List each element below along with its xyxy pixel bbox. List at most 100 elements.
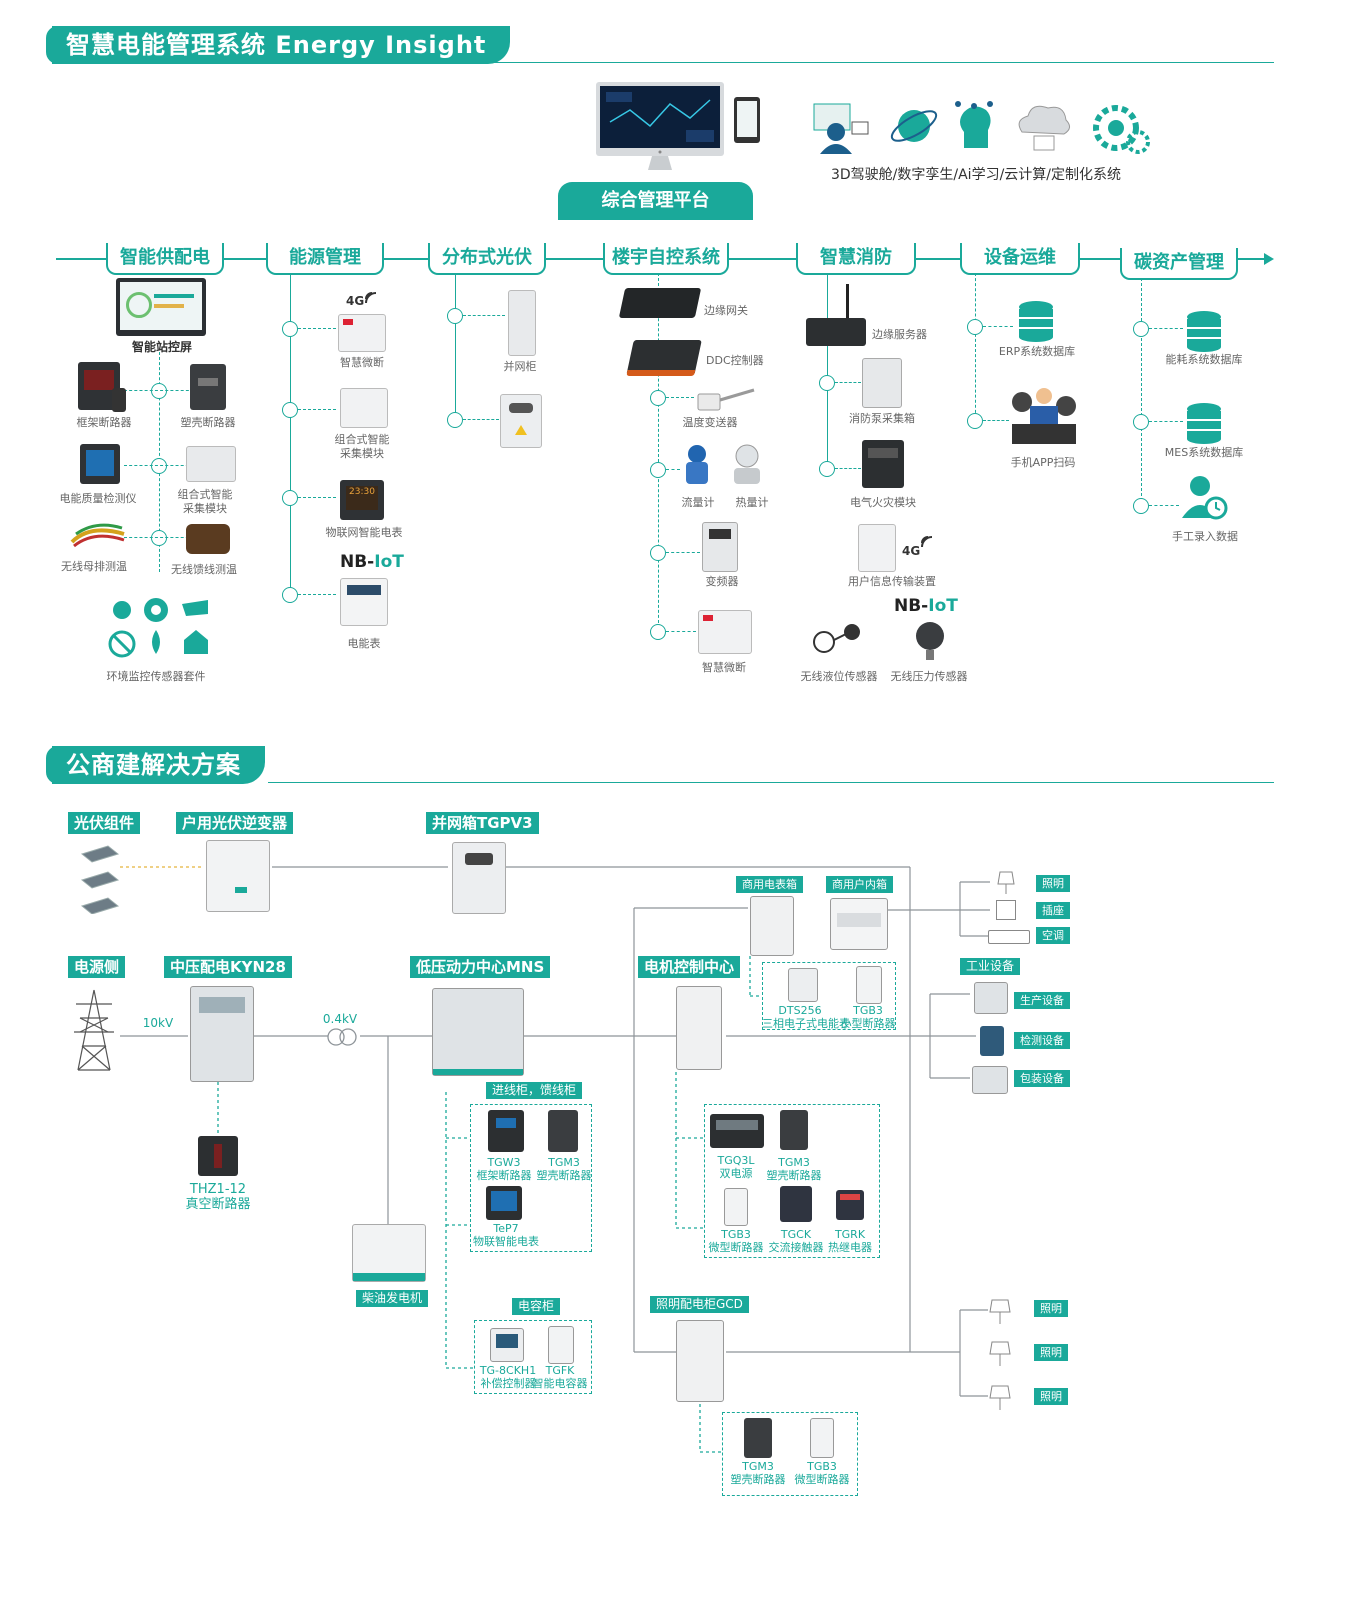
- section2-title: 公商建解决方案: [46, 746, 265, 784]
- vcb-name: 真空断路器: [185, 1197, 251, 1212]
- energy-branch-1: [298, 328, 336, 329]
- supply-node-3: [151, 530, 167, 546]
- lighting-cabinet-image: [676, 1320, 724, 1402]
- fire-branch-1: [835, 382, 861, 383]
- inverter-image: [702, 522, 738, 572]
- house-box-image: [830, 898, 888, 950]
- tgm3b-name: 塑壳断路器: [766, 1169, 822, 1182]
- building-node-2: [650, 462, 666, 478]
- ops-branch-1: [983, 326, 1013, 327]
- building-micro-image: [698, 610, 752, 654]
- socket-tag: 插座: [1036, 902, 1070, 919]
- category-equipment-ops: 设备运维: [960, 243, 1080, 275]
- fire-module-label: 电气火灾模块: [850, 496, 916, 509]
- energy-branch-3: [298, 497, 336, 498]
- mold-breaker-image: [190, 364, 226, 410]
- fire-nbiot-badge: NB-IoT: [894, 596, 958, 616]
- feeder-group-box: [470, 1104, 592, 1252]
- fire-node-2: [819, 461, 835, 477]
- tgrk-model: TGRK: [834, 1228, 866, 1241]
- busbar-temp-image: [70, 520, 126, 548]
- tep7-name: 物联智能电表: [473, 1235, 539, 1248]
- flow-meter-image: [682, 444, 712, 488]
- monitor-image: [596, 82, 724, 170]
- nbiot-prefix: NB-: [340, 552, 375, 572]
- lamp-icon-1: [996, 870, 1016, 900]
- building-micro-label: 智慧微断: [702, 661, 746, 674]
- tgm3c-name: 塑壳断路器: [730, 1473, 786, 1486]
- supply-branch-3: [124, 537, 194, 538]
- fire-branch-2: [835, 468, 861, 469]
- tgfk-image: [548, 1326, 574, 1364]
- fire-4g-badge: 4G: [902, 544, 921, 558]
- tgm3b-model: TGM3: [778, 1156, 810, 1169]
- diesel-tag: 柴油发电机: [356, 1290, 429, 1307]
- dts256-name: 三相电子式电能表: [762, 1017, 850, 1030]
- lamp-icon-3: [988, 1340, 1012, 1372]
- motor-center-image: [676, 986, 722, 1070]
- carbon-node-2: [1133, 414, 1149, 430]
- energy-trunk: [290, 273, 291, 595]
- tgb3-small-image: [856, 966, 882, 1004]
- energy-node-4: [282, 587, 298, 603]
- pv-node-1: [447, 308, 463, 324]
- energy-4g-badge: 4G: [346, 294, 365, 308]
- mold-breaker-label: 塑壳断路器: [180, 416, 236, 429]
- tgq3l-image: [710, 1114, 764, 1148]
- tgm3-name: 塑壳断路器: [536, 1169, 592, 1182]
- building-branch-1: [666, 397, 694, 398]
- lighting-tag-2: 照明: [1034, 1300, 1068, 1317]
- building-branch-2: [666, 469, 680, 470]
- edge-server-image: [806, 284, 866, 346]
- pv-branch-2: [463, 419, 499, 420]
- combo-module-image: [186, 446, 236, 482]
- production-tag: 生产设备: [1014, 992, 1070, 1009]
- tgm3c-model: TGM3: [742, 1460, 774, 1473]
- energy-node-3: [282, 490, 298, 506]
- fire-signal-icon: [920, 534, 934, 553]
- grid-box-tag: 并网箱TGPV3: [426, 812, 539, 834]
- supply-node-2: [151, 458, 167, 474]
- pressure-sensor-image: [904, 618, 954, 666]
- erp-database-icon: [1016, 300, 1056, 346]
- fire-nbiot-suffix: IoT: [928, 596, 958, 616]
- motor-center-tag: 电机控制中心: [638, 956, 741, 978]
- heat-meter-image: [730, 444, 764, 488]
- smart-micro-label: 智慧微断: [340, 356, 384, 369]
- fire-trunk: [827, 273, 828, 469]
- building-node-1: [650, 390, 666, 406]
- edge-gateway-label: 边缘网关: [704, 304, 748, 317]
- category-building-automation: 楼宇自控系统: [603, 243, 729, 275]
- voltage-10kv-label: 10kV: [142, 1016, 174, 1030]
- ops-trunk: [975, 273, 976, 423]
- socket-icon: [996, 900, 1016, 920]
- section2-rule: [268, 782, 1274, 783]
- carbon-trunk: [1141, 278, 1142, 506]
- energy-meter-label: 电能表: [347, 637, 381, 650]
- platform-services-label: 3D驾驶舱/数字孪生/Ai学习/云计算/定制化系统: [830, 167, 1122, 183]
- pq-meter-image: [80, 444, 120, 484]
- mv-cabinet-image: [190, 986, 254, 1082]
- mv-cabinet-tag: 中压配电KYN28: [164, 956, 292, 978]
- category-carbon-assets: 碳资产管理: [1120, 248, 1238, 280]
- energy-meter-image: [340, 578, 388, 626]
- station-screen-label: 智能站控屏: [131, 340, 192, 354]
- fire-module-image: [862, 440, 904, 488]
- energy-branch-4: [298, 594, 336, 595]
- testing-tag: 检测设备: [1014, 1032, 1070, 1049]
- pv-module-tag: 光伏组件: [68, 812, 141, 834]
- management-platform-label: 综合管理平台: [558, 182, 753, 220]
- tgrk-image: [836, 1190, 864, 1220]
- edge-server-label: 边缘服务器: [872, 328, 927, 341]
- ac-tag: 空调: [1036, 927, 1070, 944]
- tgb3b-name: 微型断路器: [708, 1241, 764, 1254]
- tgrk-name: 热继电器: [828, 1241, 872, 1254]
- manual-entry-label: 手工录入数据: [1172, 530, 1238, 543]
- dts256-model: DTS256: [778, 1004, 822, 1017]
- temp-tx-label: 温度变送器: [682, 416, 738, 429]
- tgck-name: 交流接触器: [768, 1241, 824, 1254]
